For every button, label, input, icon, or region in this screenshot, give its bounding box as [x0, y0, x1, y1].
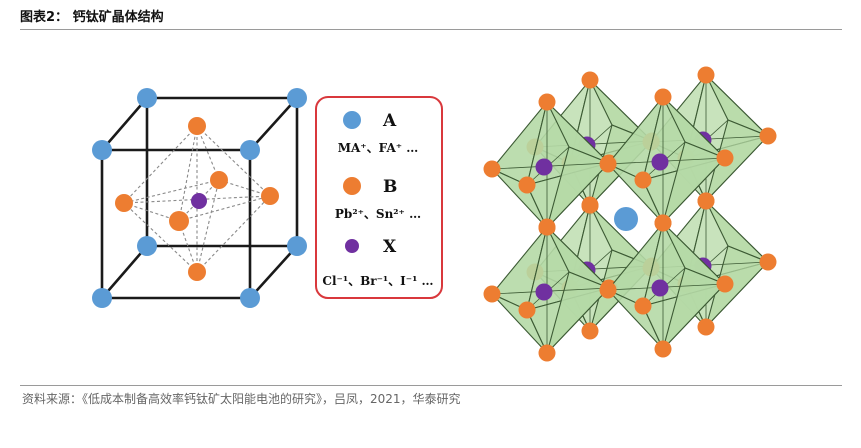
x-site-sphere — [535, 283, 553, 301]
a-site-sphere — [614, 207, 638, 231]
x-site-sphere — [651, 153, 669, 171]
source-note: 资料来源：《低成本制备高效率钙钛矿太阳能电池的研究》，吕凤，2021，华泰研究 — [22, 392, 461, 406]
b-site-sphere — [599, 281, 617, 299]
b-site-spheres — [115, 117, 279, 281]
legend-b-ions: Pb²⁺、Sn²⁺ … — [335, 207, 421, 221]
x-site-sphere — [535, 158, 553, 176]
legend-a-marker — [343, 111, 361, 129]
octahedron — [483, 93, 618, 237]
figure-title: 图表2： 钙钛矿晶体结构 — [20, 10, 164, 25]
b-site-sphere — [697, 192, 715, 210]
legend-x-label: X — [383, 237, 397, 257]
b-site-sphere — [581, 71, 599, 89]
legend-a-label: A — [382, 111, 397, 131]
b-site-sphere — [483, 160, 501, 178]
legend-x-ions: Cl⁻¹、Br⁻¹、I⁻¹ … — [322, 274, 433, 288]
octahedron — [483, 218, 618, 362]
b-site-sphere — [538, 344, 556, 362]
b-site-sphere — [654, 214, 672, 232]
b-site-sphere — [716, 149, 734, 167]
legend-a-ions: MA⁺、FA⁺ … — [338, 141, 419, 155]
b-site-sphere — [634, 171, 652, 189]
b-site-sphere — [654, 88, 672, 106]
b-site-sphere — [697, 66, 715, 84]
b-site-sphere — [538, 93, 556, 111]
octahedron — [599, 214, 734, 358]
b-site-sphere — [759, 127, 777, 145]
b-site-sphere — [483, 285, 501, 303]
b-site-sphere — [634, 297, 652, 315]
b-site-sphere — [759, 253, 777, 271]
x-site-sphere — [191, 193, 207, 209]
b-site-sphere — [716, 275, 734, 293]
b-site-sphere — [697, 318, 715, 336]
header-rule — [20, 29, 842, 30]
b-site-sphere — [581, 322, 599, 340]
octahedra-framework — [483, 66, 777, 362]
b-site-sphere — [518, 301, 536, 319]
b-site-sphere — [518, 176, 536, 194]
octahedron — [599, 88, 734, 232]
b-site-sphere — [654, 340, 672, 358]
x-site-sphere — [651, 279, 669, 297]
legend-x-marker — [345, 239, 359, 253]
a-site-spheres — [92, 88, 307, 308]
b-site-sphere — [538, 218, 556, 236]
legend-b-marker — [343, 177, 361, 195]
b-site-sphere — [581, 196, 599, 214]
b-site-sphere — [599, 155, 617, 173]
footer-rule — [20, 385, 842, 386]
unit-cell — [92, 88, 307, 308]
legend-box: A MA⁺、FA⁺ … B Pb²⁺、Sn²⁺ … X Cl⁻¹、Br⁻¹、I⁻… — [315, 96, 443, 299]
legend-b-label: B — [383, 177, 397, 197]
